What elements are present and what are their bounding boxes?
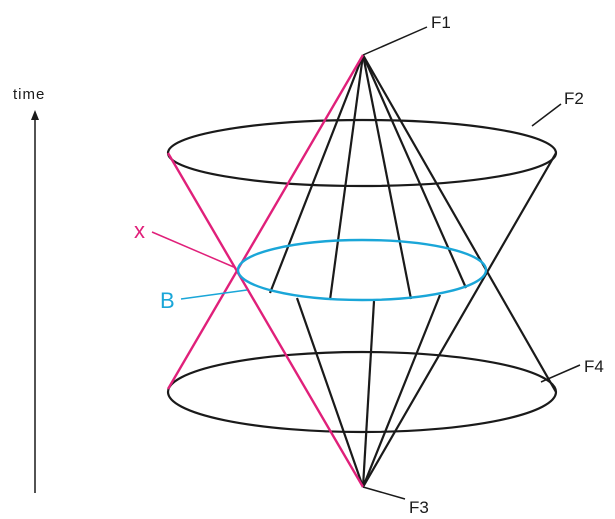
label-f4: F4 [584, 357, 604, 376]
f1-leader [362, 26, 428, 56]
x-leader [151, 231, 237, 269]
f2-leader [531, 103, 562, 127]
cone-side-lines [362, 54, 557, 488]
label-f3: F3 [409, 498, 429, 517]
label-b: B [160, 288, 175, 313]
f3-leader [362, 486, 406, 500]
label-f2: F2 [564, 89, 584, 108]
future-cone-top-ellipse [166, 118, 558, 188]
time-axis-arrowhead [31, 110, 39, 120]
b-leader [180, 289, 248, 300]
label-x: x [134, 218, 145, 243]
f4-leader [540, 364, 581, 383]
intersection-circle-b [236, 238, 488, 302]
label-f1: F1 [431, 13, 451, 32]
f1-rays [268, 54, 468, 301]
past-cone-bottom-ellipse [166, 350, 558, 434]
magenta-light-rays [166, 54, 365, 488]
time-axis-label: time [13, 86, 45, 103]
f3-rays [295, 294, 442, 488]
